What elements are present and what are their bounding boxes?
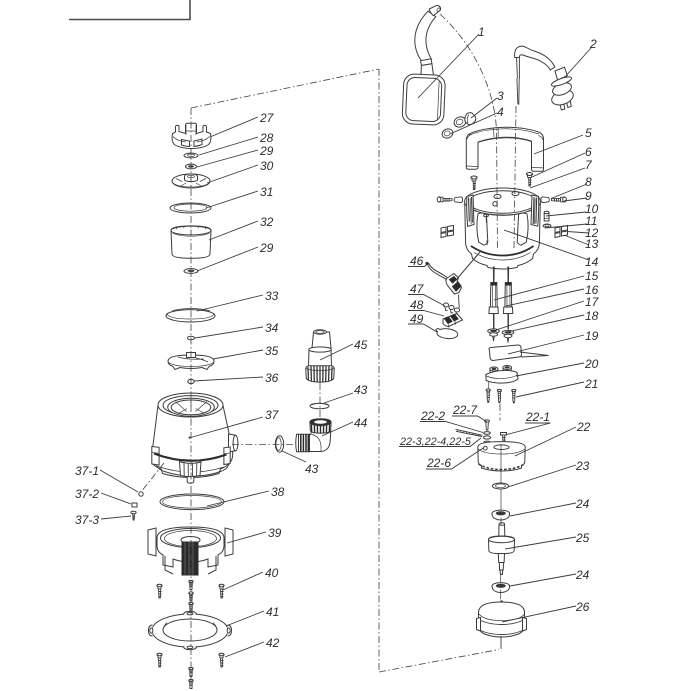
svg-text:36: 36	[265, 371, 279, 385]
svg-text:17: 17	[585, 295, 600, 309]
svg-text:38: 38	[271, 485, 285, 499]
svg-text:42: 42	[266, 636, 280, 650]
svg-text:48: 48	[410, 298, 424, 312]
svg-text:9: 9	[585, 189, 592, 203]
svg-text:20: 20	[584, 357, 599, 371]
svg-text:22: 22	[576, 420, 591, 434]
svg-text:31: 31	[260, 185, 273, 199]
svg-text:22-7: 22-7	[452, 403, 478, 417]
svg-text:43: 43	[354, 383, 368, 397]
svg-text:37-3: 37-3	[75, 513, 99, 527]
svg-text:18: 18	[585, 309, 599, 323]
svg-text:8: 8	[585, 175, 592, 189]
svg-text:35: 35	[265, 344, 279, 358]
svg-text:3: 3	[497, 89, 504, 103]
svg-text:22-3,22-4,22-5: 22-3,22-4,22-5	[399, 436, 472, 448]
svg-text:22-2: 22-2	[420, 409, 445, 423]
svg-text:37-2: 37-2	[75, 487, 99, 501]
svg-text:12: 12	[585, 226, 599, 240]
svg-text:30: 30	[260, 159, 274, 173]
svg-text:34: 34	[265, 321, 279, 335]
svg-text:46: 46	[410, 254, 424, 268]
svg-text:40: 40	[265, 566, 279, 580]
svg-text:7: 7	[585, 158, 593, 172]
svg-text:5: 5	[585, 126, 592, 140]
svg-text:14: 14	[585, 255, 599, 269]
svg-text:22-6: 22-6	[426, 456, 451, 470]
svg-text:39: 39	[268, 526, 282, 540]
svg-text:2: 2	[589, 37, 597, 51]
svg-text:32: 32	[260, 215, 274, 229]
svg-text:15: 15	[585, 269, 599, 283]
svg-text:43: 43	[305, 462, 319, 476]
svg-text:37: 37	[265, 408, 280, 422]
svg-text:13: 13	[585, 237, 599, 251]
svg-text:28: 28	[259, 131, 274, 145]
svg-text:6: 6	[585, 145, 592, 159]
svg-text:22-1: 22-1	[525, 410, 550, 424]
svg-text:37-1: 37-1	[75, 464, 99, 478]
svg-text:41: 41	[266, 605, 279, 619]
svg-text:4: 4	[497, 105, 504, 119]
svg-text:21: 21	[584, 377, 598, 391]
svg-text:29: 29	[259, 144, 274, 158]
svg-text:24: 24	[575, 497, 590, 511]
svg-text:44: 44	[354, 416, 368, 430]
svg-text:11: 11	[585, 214, 597, 228]
svg-text:23: 23	[575, 459, 590, 473]
svg-text:49: 49	[410, 312, 424, 326]
svg-text:26: 26	[575, 600, 590, 614]
svg-text:27: 27	[259, 111, 275, 125]
svg-text:16: 16	[585, 283, 599, 297]
svg-text:47: 47	[410, 282, 425, 296]
svg-text:1: 1	[478, 25, 485, 39]
svg-text:45: 45	[354, 338, 368, 352]
svg-text:25: 25	[575, 531, 590, 545]
svg-text:24: 24	[575, 568, 590, 582]
svg-text:19: 19	[585, 329, 599, 343]
svg-text:29: 29	[259, 241, 274, 255]
svg-text:33: 33	[265, 289, 279, 303]
svg-text:10: 10	[585, 202, 599, 216]
